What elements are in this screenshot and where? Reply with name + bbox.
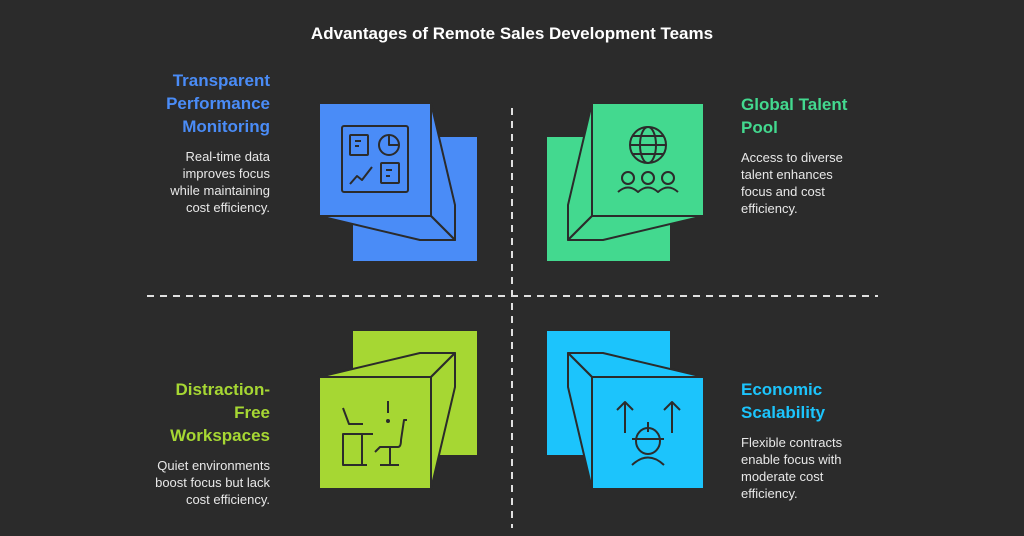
- quadrant-heading: Economic Scalability: [741, 380, 826, 422]
- lime-cube: [318, 331, 477, 490]
- blue-cube: [318, 102, 477, 261]
- quadrant-heading: Global Talent Pool: [741, 95, 848, 137]
- green-cube: [547, 102, 705, 261]
- quadrant-heading: Distraction-Free Workspaces: [170, 380, 270, 445]
- quadrant-heading: Transparent Performance Monitoring: [166, 71, 270, 136]
- quadrant-transparent-performance: Transparent Performance Monitoring Real-…: [80, 69, 270, 216]
- quadrant-description: Flexible contracts enable focus with mod…: [741, 435, 843, 501]
- quadrant-description: Real-time data improves focus while main…: [170, 149, 270, 215]
- quadrant-description: Access to diverse talent enhances focus …: [741, 150, 843, 216]
- quadrant-distraction-free: Distraction-Free Workspaces Quiet enviro…: [130, 378, 270, 508]
- quadrant-description: Quiet environments boost focus but lack …: [155, 458, 270, 507]
- quadrant-global-talent: Global Talent Pool Access to diverse tal…: [741, 93, 861, 217]
- workspace-desk-icon: [342, 401, 407, 466]
- cyan-cube: [547, 331, 705, 490]
- worker-growth-icon: [616, 401, 681, 466]
- dashboard-icon: [341, 125, 409, 193]
- quadrant-economic-scalability: Economic Scalability Flexible contracts …: [741, 378, 861, 502]
- page-title: Advantages of Remote Sales Development T…: [310, 24, 714, 43]
- globe-people-icon: [617, 126, 679, 193]
